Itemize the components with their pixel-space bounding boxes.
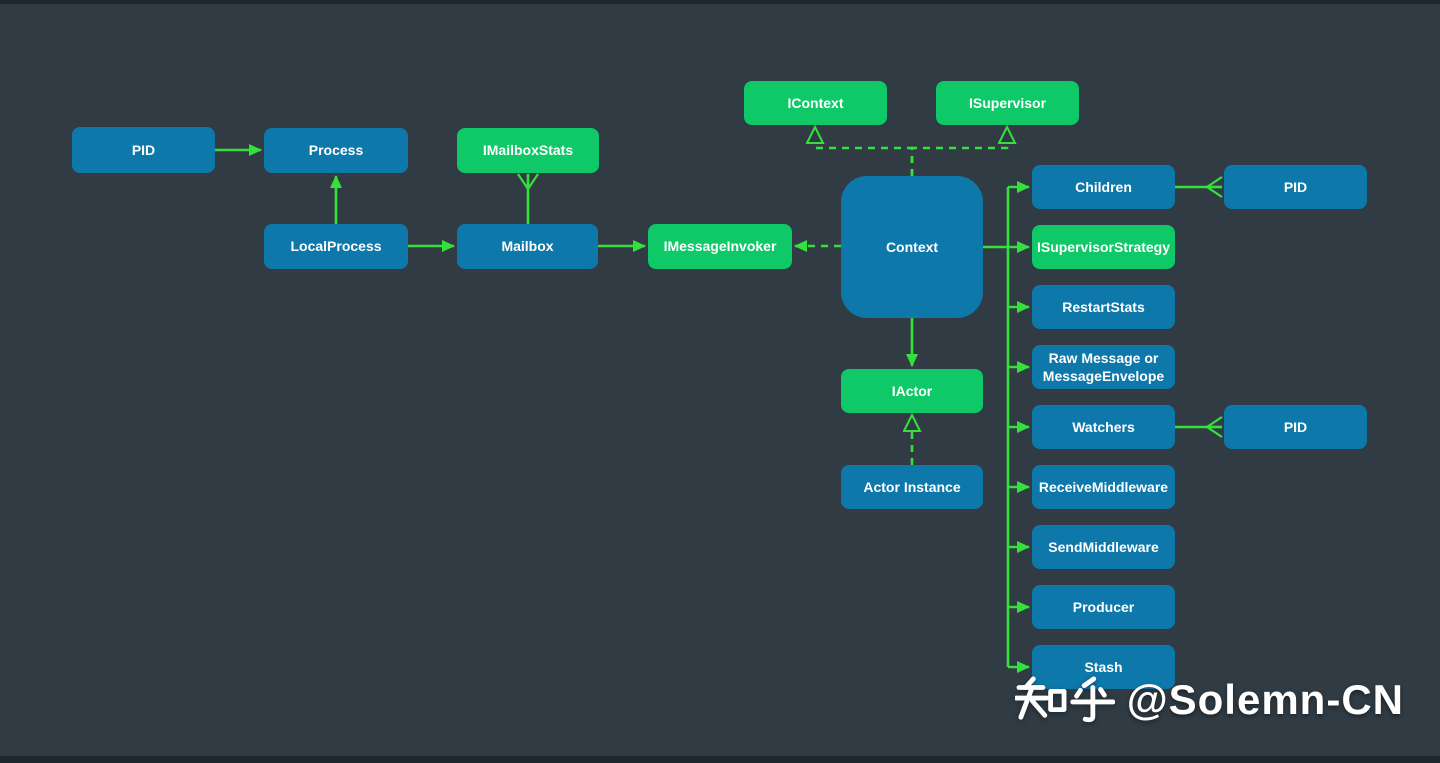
edge-context-to-isupervisor (910, 127, 1007, 176)
edge-context-to-icontext (815, 127, 914, 176)
node-imailboxstats: IMailboxStats (457, 128, 599, 173)
node-raw-message: Raw Message or MessageEnvelope (1032, 345, 1175, 389)
node-label: LocalProcess (290, 238, 382, 255)
node-mailbox: Mailbox (457, 224, 598, 269)
node-isupervisor: ISupervisor (936, 81, 1079, 125)
node-iactor: IActor (841, 369, 983, 413)
node-label: Children (1075, 178, 1132, 195)
node-label: Context (885, 238, 939, 255)
node-pid-watchers: PID (1224, 405, 1367, 449)
node-pid-left: PID (72, 127, 215, 173)
node-label: MessageEnvelope (1042, 368, 1165, 384)
node-actor-instance: Actor Instance (841, 465, 983, 509)
node-process: Process (264, 128, 408, 173)
node-label: PID (1283, 178, 1308, 195)
watermark: @Solemn-CN (1014, 676, 1404, 724)
node-imessageinvoker: IMessageInvoker (648, 224, 792, 269)
node-pid-children: PID (1224, 165, 1367, 209)
node-watchers: Watchers (1032, 405, 1175, 449)
node-label: ReceiveMiddleware (1038, 478, 1169, 495)
node-label: ISupervisorStrategy (1036, 238, 1171, 255)
node-label: RestartStats (1062, 298, 1145, 315)
node-label: Watchers (1072, 418, 1135, 435)
node-producer: Producer (1032, 585, 1175, 629)
node-sendmiddleware: SendMiddleware (1032, 525, 1175, 569)
node-label: ISupervisor (968, 94, 1047, 111)
node-label: IActor (891, 382, 933, 399)
top-border (0, 0, 1440, 4)
node-label: IContext (787, 94, 844, 111)
node-label: Raw Message or (1048, 349, 1159, 366)
node-label: Actor Instance (863, 478, 961, 495)
node-label: Producer (1072, 598, 1135, 615)
node-label: Process (308, 142, 364, 159)
node-label: IMailboxStats (482, 142, 574, 159)
node-localprocess: LocalProcess (264, 224, 408, 269)
zhihu-logo-text (1014, 676, 1115, 723)
node-stash: Stash (1032, 645, 1175, 689)
node-label: Mailbox (501, 238, 554, 255)
node-label: PID (1283, 418, 1308, 435)
node-receivemiddleware: ReceiveMiddleware (1032, 465, 1175, 509)
bottom-border (0, 756, 1440, 763)
node-icontext: IContext (744, 81, 887, 125)
node-label: IMessageInvoker (663, 238, 777, 255)
node-children: Children (1032, 165, 1175, 209)
node-context: Context (841, 176, 983, 318)
node-isupervisorstrategy: ISupervisorStrategy (1032, 225, 1175, 269)
node-label: PID (131, 141, 156, 158)
node-label: Stash (1084, 658, 1123, 675)
watermark-handle: @Solemn-CN (1126, 676, 1404, 723)
node-restartstats: RestartStats (1032, 285, 1175, 329)
node-label: SendMiddleware (1048, 538, 1159, 555)
